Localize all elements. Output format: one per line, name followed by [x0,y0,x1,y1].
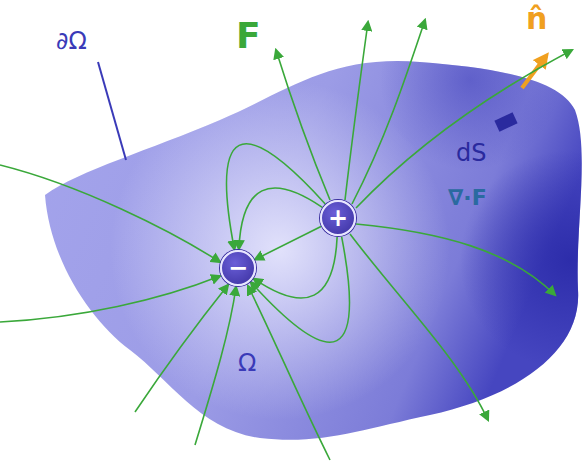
charge-sign: − [228,256,248,280]
surface-element [494,112,517,131]
field-line-connector [239,188,322,249]
region-body [45,61,582,440]
boundary-leader [98,62,126,160]
field-line-connector [254,237,337,298]
divergence-label: ∇·F [448,186,487,210]
region-shade [45,61,582,440]
region-label: Ω [238,350,256,376]
surface-element-label: dS [456,140,486,166]
field-line-connector [251,237,350,343]
field-line [350,234,488,420]
field-line [356,50,572,208]
field-line [345,22,368,200]
field-line [0,165,220,262]
field-line [248,286,330,460]
negative-charge: − [220,250,256,286]
normal-label: n̂ [526,2,547,35]
boundary-label: ∂Ω [56,28,87,54]
field-line [195,287,236,445]
field-label: F [236,16,261,56]
field-line-connector [255,226,321,259]
region-light [45,61,582,440]
field-line [356,224,555,295]
field-line-connector [226,144,325,250]
charge-sign: + [328,206,348,230]
field-lines [0,20,572,460]
region-shade [45,61,582,440]
field-line [0,276,220,322]
field-line [135,285,228,412]
field-line [276,50,330,200]
positive-charge: + [320,200,356,236]
